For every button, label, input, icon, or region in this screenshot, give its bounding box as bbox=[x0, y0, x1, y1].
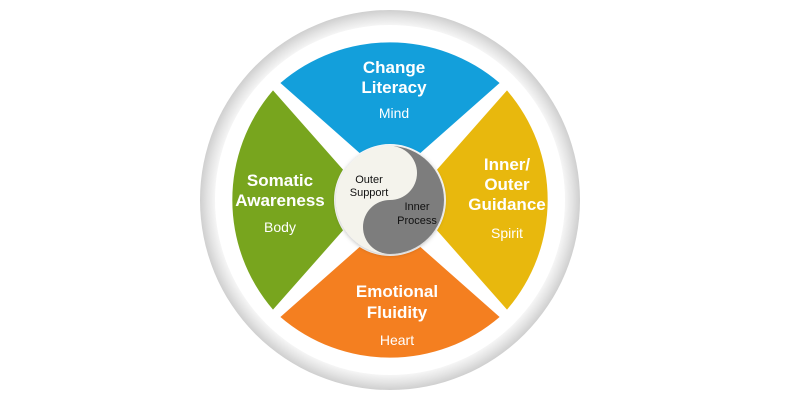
inner-process-label-line2: Process bbox=[397, 215, 437, 227]
somatic-awareness-title-line1: Somatic bbox=[247, 171, 313, 190]
outer-support-label-line2: Support bbox=[350, 187, 389, 199]
emotional-fluidity-title-line1: Emotional bbox=[356, 282, 438, 301]
segment-emotional-fluidity bbox=[280, 247, 500, 358]
inner-process-region bbox=[363, 146, 444, 254]
segment-inner-outer-guidance bbox=[437, 90, 548, 310]
inner-outer-guidance-title-line1: Inner/ bbox=[484, 155, 531, 174]
mind-label: Mind bbox=[379, 105, 409, 121]
change-literacy-title-line2: Literacy bbox=[361, 78, 427, 97]
inner-outer-guidance-title-line3: Guidance bbox=[468, 195, 545, 214]
segment-change-literacy bbox=[280, 42, 500, 154]
somatic-awareness-title-line2: Awareness bbox=[235, 191, 324, 210]
segment-somatic-awareness bbox=[232, 90, 343, 310]
change-literacy-title-line1: Change bbox=[363, 58, 425, 77]
body-label: Body bbox=[264, 219, 296, 235]
outer-support-label-line1: Outer bbox=[355, 174, 383, 186]
heart-label: Heart bbox=[380, 332, 414, 348]
spirit-label: Spirit bbox=[491, 225, 523, 241]
inner-process-label-line1: Inner bbox=[404, 201, 429, 213]
inner-outer-guidance-title-line2: Outer bbox=[484, 175, 530, 194]
center-yin-yang bbox=[336, 146, 444, 254]
emotional-fluidity-title-line2: Fluidity bbox=[367, 303, 428, 322]
